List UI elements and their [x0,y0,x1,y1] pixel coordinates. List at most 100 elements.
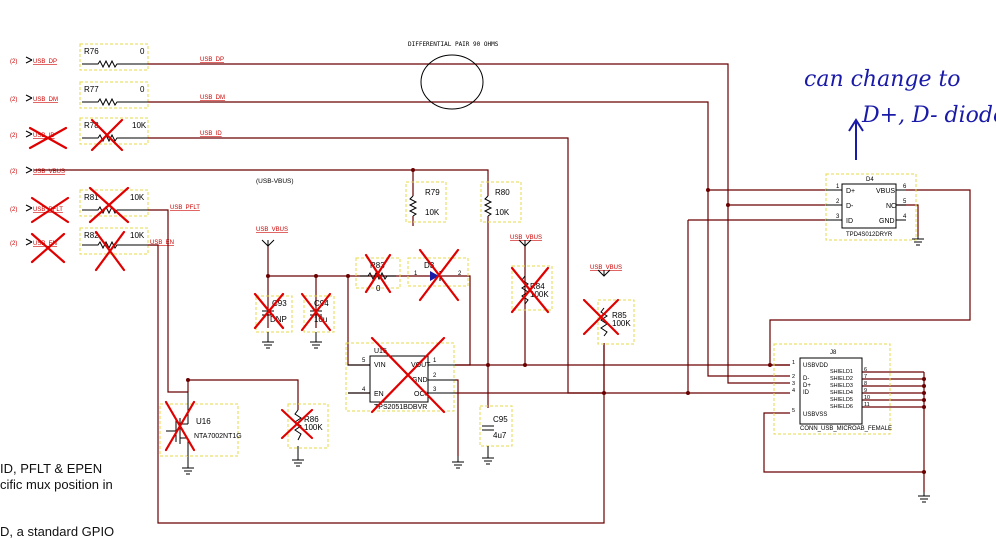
svg-text:USB_VBUS: USB_VBUS [33,169,65,175]
ic-body [369,355,429,403]
svg-text:can change to: can change to [804,67,961,92]
svg-text:D-: D- [803,376,809,382]
svg-text:10K: 10K [425,208,440,217]
offpage-arrow-icon [25,204,33,212]
svg-text:1: 1 [433,358,437,364]
capacitor-symbol-icon [482,425,494,431]
svg-text:R82: R82 [84,231,99,240]
esd-diode-d4[interactable]: D4 D+ D- ID VBUS NC GND 1 2 3 6 5 4 TPD4… [825,173,917,241]
svg-text:SHIELD1: SHIELD1 [830,369,853,375]
red-x-icon [88,186,130,224]
mosfet-u16[interactable]: U16 NTA7002NT1G [159,392,242,457]
handwritten-note: can change to D+, D- diode [804,67,996,160]
resistor-r76[interactable]: R76 0 [79,43,149,71]
svg-text:R83: R83 [370,261,385,270]
connector-body [799,357,863,425]
resistor-symbol-icon [600,307,608,337]
svg-text:R86: R86 [304,415,319,424]
resistor-r81[interactable]: R81 10K [79,189,149,217]
svg-text:R85: R85 [612,311,627,320]
resistor-symbol-icon [82,133,148,143]
svg-text:U16: U16 [196,417,211,426]
svg-text:USB_DP: USB_DP [33,59,57,65]
red-x-icon [418,248,460,302]
wires [34,63,971,524]
ground-icon [482,446,494,465]
resistor-symbol-icon [82,240,148,250]
svg-text:0: 0 [140,47,145,56]
svg-text:SHIELD6: SHIELD6 [830,404,853,410]
offpage-arrow-icon [25,56,33,64]
svg-text:5: 5 [362,358,366,364]
svg-text:2: 2 [458,271,462,277]
svg-text:8: 8 [864,381,867,387]
svg-text:6: 6 [864,367,867,373]
diode-symbol-icon [430,271,439,281]
red-x-icon [94,230,126,272]
resistor-r77[interactable]: R77 0 [79,81,149,109]
svg-text:R76: R76 [84,47,99,56]
resistor-r79[interactable]: R79 10K [405,181,447,223]
diff-pair-annotation: DIFFERENTIAL PAIR 90 OHMS [408,41,499,110]
svg-text:4: 4 [903,214,907,220]
svg-text:TPD4S012DRYR: TPD4S012DRYR [846,232,893,238]
usb-connector-j8[interactable]: J8 USBVDD D- D+ ID USBVSS 1 2 3 4 5 SHIE… [773,343,892,435]
svg-text:(2): (2) [10,97,17,103]
red-x-icon [164,400,196,452]
svg-text:USB_ID: USB_ID [200,131,222,137]
svg-text:R77: R77 [84,85,99,94]
page-text-line-2: cific mux position in [0,477,113,492]
resistor-symbol-icon [82,59,148,69]
resistor-r85[interactable]: R85 100K [597,299,635,345]
ground-icon [292,446,304,467]
ground-icon [182,456,194,475]
svg-text:DNP: DNP [270,315,287,324]
capacitor-c95[interactable]: C95 4u7 [479,405,513,447]
resistor-r80[interactable]: R80 10K [480,181,522,223]
up-arrow-icon [848,118,864,160]
svg-text:1: 1 [792,360,795,366]
svg-text:R80: R80 [495,188,510,197]
svg-text:10K: 10K [495,208,510,217]
resistor-symbol-icon [82,97,148,107]
svg-text:NTA7002NT1G: NTA7002NT1G [194,433,242,440]
ground-symbols [182,236,930,503]
svg-text:D+: D+ [846,188,855,195]
svg-text:10K: 10K [130,193,145,202]
resistor-r78[interactable]: R78 10K [79,117,149,145]
svg-text:USB_VBUS: USB_VBUS [256,227,288,233]
svg-text:ID: ID [803,390,810,396]
ic-body [841,183,897,229]
svg-text:R79: R79 [425,188,440,197]
svg-text:(2): (2) [10,169,17,175]
svg-text:C95: C95 [493,415,508,424]
svg-text:4: 4 [792,388,795,394]
wire-net-labels: USB_DP USB_DM USB_ID USB_PFLT USB_EN USB… [150,57,622,271]
ground-icon [262,332,274,349]
svg-text:11: 11 [864,402,870,408]
svg-text:SHIELD5: SHIELD5 [830,397,853,403]
svg-text:(2): (2) [10,207,17,213]
svg-text:J8: J8 [830,350,837,356]
red-x-icon [364,253,392,294]
svg-text:USB_VBUS: USB_VBUS [510,235,542,241]
svg-text:(2): (2) [10,133,17,139]
svg-text:4u7: 4u7 [493,431,507,440]
svg-text:6: 6 [903,184,907,190]
offpage-connector-usb-vbus[interactable]: (2) USB_VBUS [10,166,65,175]
svg-text:SHIELD3: SHIELD3 [830,383,853,389]
svg-text:3: 3 [433,387,437,393]
svg-text:100K: 100K [304,423,323,432]
antenna-icon [518,239,532,247]
svg-text:D+, D- diode: D+, D- diode [861,103,996,128]
offpage-connector-usb-dp[interactable]: (2) USB_DP [10,56,57,65]
offpage-arrow-icon [25,166,33,174]
svg-text:C93: C93 [272,299,287,308]
svg-text:VIN: VIN [374,362,386,369]
resistor-r82[interactable]: R82 10K [79,227,149,255]
offpage-connector-usb-dm[interactable]: (2) USB_DM [10,94,58,103]
ic-u15[interactable]: U15 VIN EN VOUT GND OC# 5 4 1 2 3 TPS205… [345,342,455,412]
svg-text:GND: GND [412,377,428,384]
svg-text:100K: 100K [530,290,549,299]
